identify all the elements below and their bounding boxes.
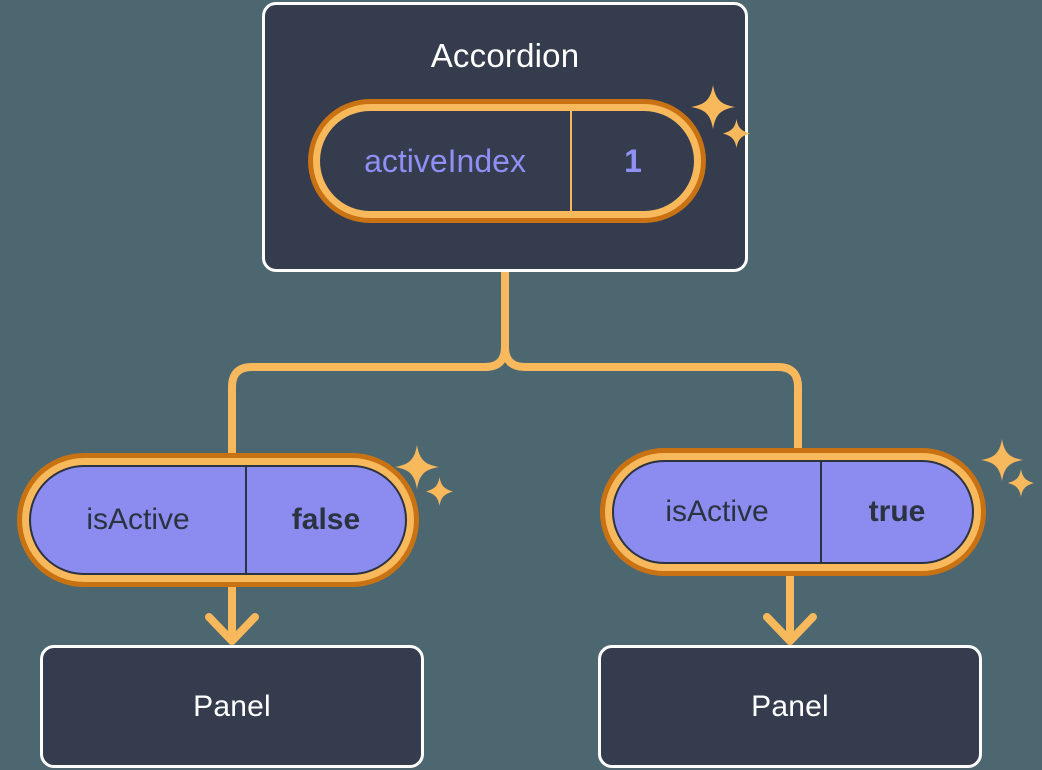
- sparkles-right-pill: [976, 438, 1042, 510]
- accordion-title: Accordion: [430, 37, 580, 74]
- wire-branch-left: [228, 343, 509, 459]
- state-pill-activeindex[interactable]: activeIndex 1: [308, 99, 706, 223]
- sparkle-four-point-star-small: [1006, 468, 1036, 498]
- panel-component-right[interactable]: Panel: [598, 645, 982, 768]
- state-key-isactive-right: isActive: [614, 462, 822, 562]
- state-value-isactive-left: false: [291, 503, 361, 536]
- arrow-down-icon-right: [763, 613, 817, 645]
- panel-component-left[interactable]: Panel: [40, 645, 424, 768]
- sparkle-four-point-star-large: [980, 438, 1024, 482]
- sparkle-four-point-star-small: [424, 476, 455, 507]
- state-key-isactive-left: isActive: [31, 467, 247, 573]
- panel-title-right: Panel: [751, 689, 829, 723]
- arrow-down-icon-left: [205, 613, 259, 645]
- panel-title-left: Panel: [193, 689, 271, 723]
- state-pill-isactive-true[interactable]: isActive true: [600, 448, 986, 576]
- state-value-isactive-right: true: [868, 495, 926, 528]
- state-key-activeindex: activeIndex: [320, 111, 572, 211]
- state-value-activeindex: 1: [624, 143, 642, 179]
- wire-branch-right: [501, 343, 802, 454]
- state-pill-isactive-false[interactable]: isActive false: [17, 453, 419, 587]
